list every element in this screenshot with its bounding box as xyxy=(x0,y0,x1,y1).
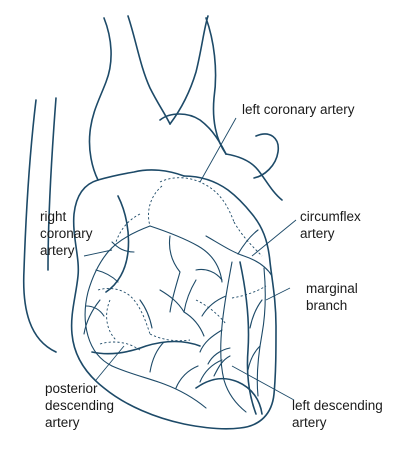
leader-lines xyxy=(83,117,297,401)
hidden-contours xyxy=(97,177,267,351)
label-left-coronary-artery: left coronary artery xyxy=(242,102,355,117)
label-circumflex-artery: circumflex artery xyxy=(300,209,361,241)
label-posterior-descending-artery: posterior descending artery xyxy=(45,381,115,430)
right-coronary-artery-vessel xyxy=(84,225,151,367)
label-marginal-branch: marginal branch xyxy=(306,281,358,313)
great-vessels xyxy=(22,15,283,353)
leader-marginal-branch xyxy=(265,287,291,301)
marginal-branch-vessel xyxy=(256,267,266,397)
posterior-descending-artery-vessel xyxy=(111,365,207,409)
heart-outline xyxy=(70,169,277,430)
label-right-coronary-artery: right coronary artery xyxy=(40,209,93,258)
left-descending-artery-vessel xyxy=(220,261,247,413)
leader-posterior-descending-artery xyxy=(95,345,125,381)
leader-right-coronary-artery xyxy=(83,249,113,257)
label-left-descending-artery: left descending artery xyxy=(292,398,383,430)
leader-circumflex-artery xyxy=(251,219,297,257)
leader-left-descending-artery xyxy=(231,365,295,401)
leader-left-coronary-artery xyxy=(199,117,237,183)
circumflex-artery-vessel xyxy=(205,235,273,277)
